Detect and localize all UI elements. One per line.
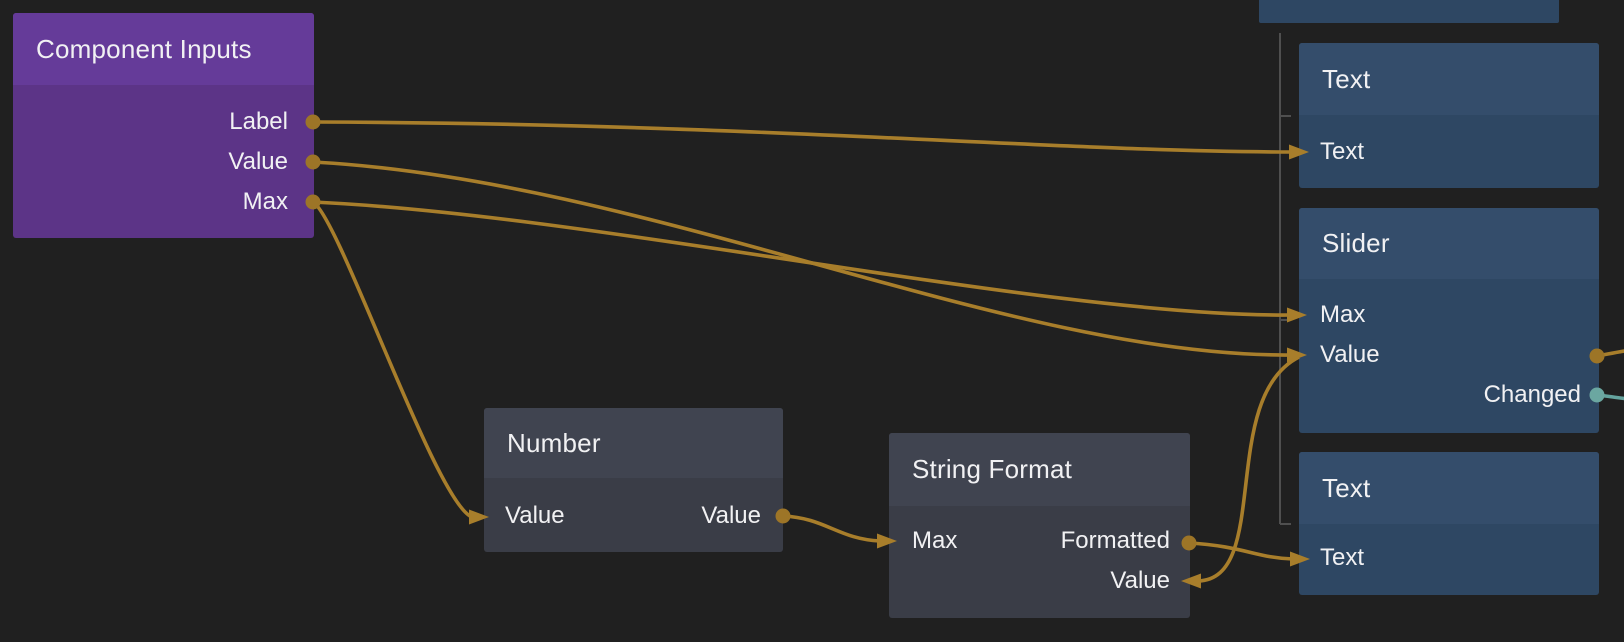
port-text1-text[interactable]: Text [1320, 138, 1365, 165]
port-string-format-max[interactable]: Max [912, 527, 958, 554]
port-slider-max[interactable]: Max [1320, 301, 1366, 328]
node-title: Number [507, 427, 601, 458]
node-text-2[interactable]: Text Text [1299, 452, 1599, 595]
port-number-value-out[interactable]: Value [701, 502, 761, 529]
node-title: Slider [1322, 228, 1390, 258]
port-text2-text[interactable]: Text [1320, 544, 1365, 571]
node-title: Component Inputs [36, 33, 252, 64]
node-header[interactable]: Text [1299, 43, 1599, 115]
node-header[interactable]: Number [484, 408, 783, 478]
node-title: Text [1322, 472, 1371, 503]
node-title: String Format [912, 454, 1073, 484]
node-slider[interactable]: Slider Max Value Changed [1299, 208, 1599, 433]
node-component-inputs[interactable]: Component Inputs Label Value Max [13, 13, 314, 238]
port-number-value-in[interactable]: Value [505, 502, 565, 529]
node-clipped-top[interactable] [1259, 0, 1559, 23]
node-text-1[interactable]: Text Text [1299, 43, 1599, 188]
node-string-format[interactable]: String Format Max Formatted Value [889, 433, 1190, 618]
port-slider-value[interactable]: Value [1320, 341, 1380, 368]
port-string-format-formatted[interactable]: Formatted [1060, 527, 1170, 554]
node-header[interactable]: Text [1299, 452, 1599, 524]
port-component-inputs-label[interactable]: Label [229, 108, 288, 135]
port-component-inputs-max[interactable]: Max [242, 188, 288, 215]
port-slider-changed[interactable]: Changed [1483, 381, 1581, 408]
node-title: Text [1322, 63, 1371, 94]
node-header[interactable]: Component Inputs [13, 13, 314, 85]
port-component-inputs-value[interactable]: Value [228, 148, 288, 175]
port-string-format-value[interactable]: Value [1110, 567, 1170, 594]
node-header[interactable]: String Format [889, 433, 1190, 506]
node-header[interactable]: Slider [1299, 208, 1599, 279]
node-number[interactable]: Number Value Value [484, 408, 783, 552]
